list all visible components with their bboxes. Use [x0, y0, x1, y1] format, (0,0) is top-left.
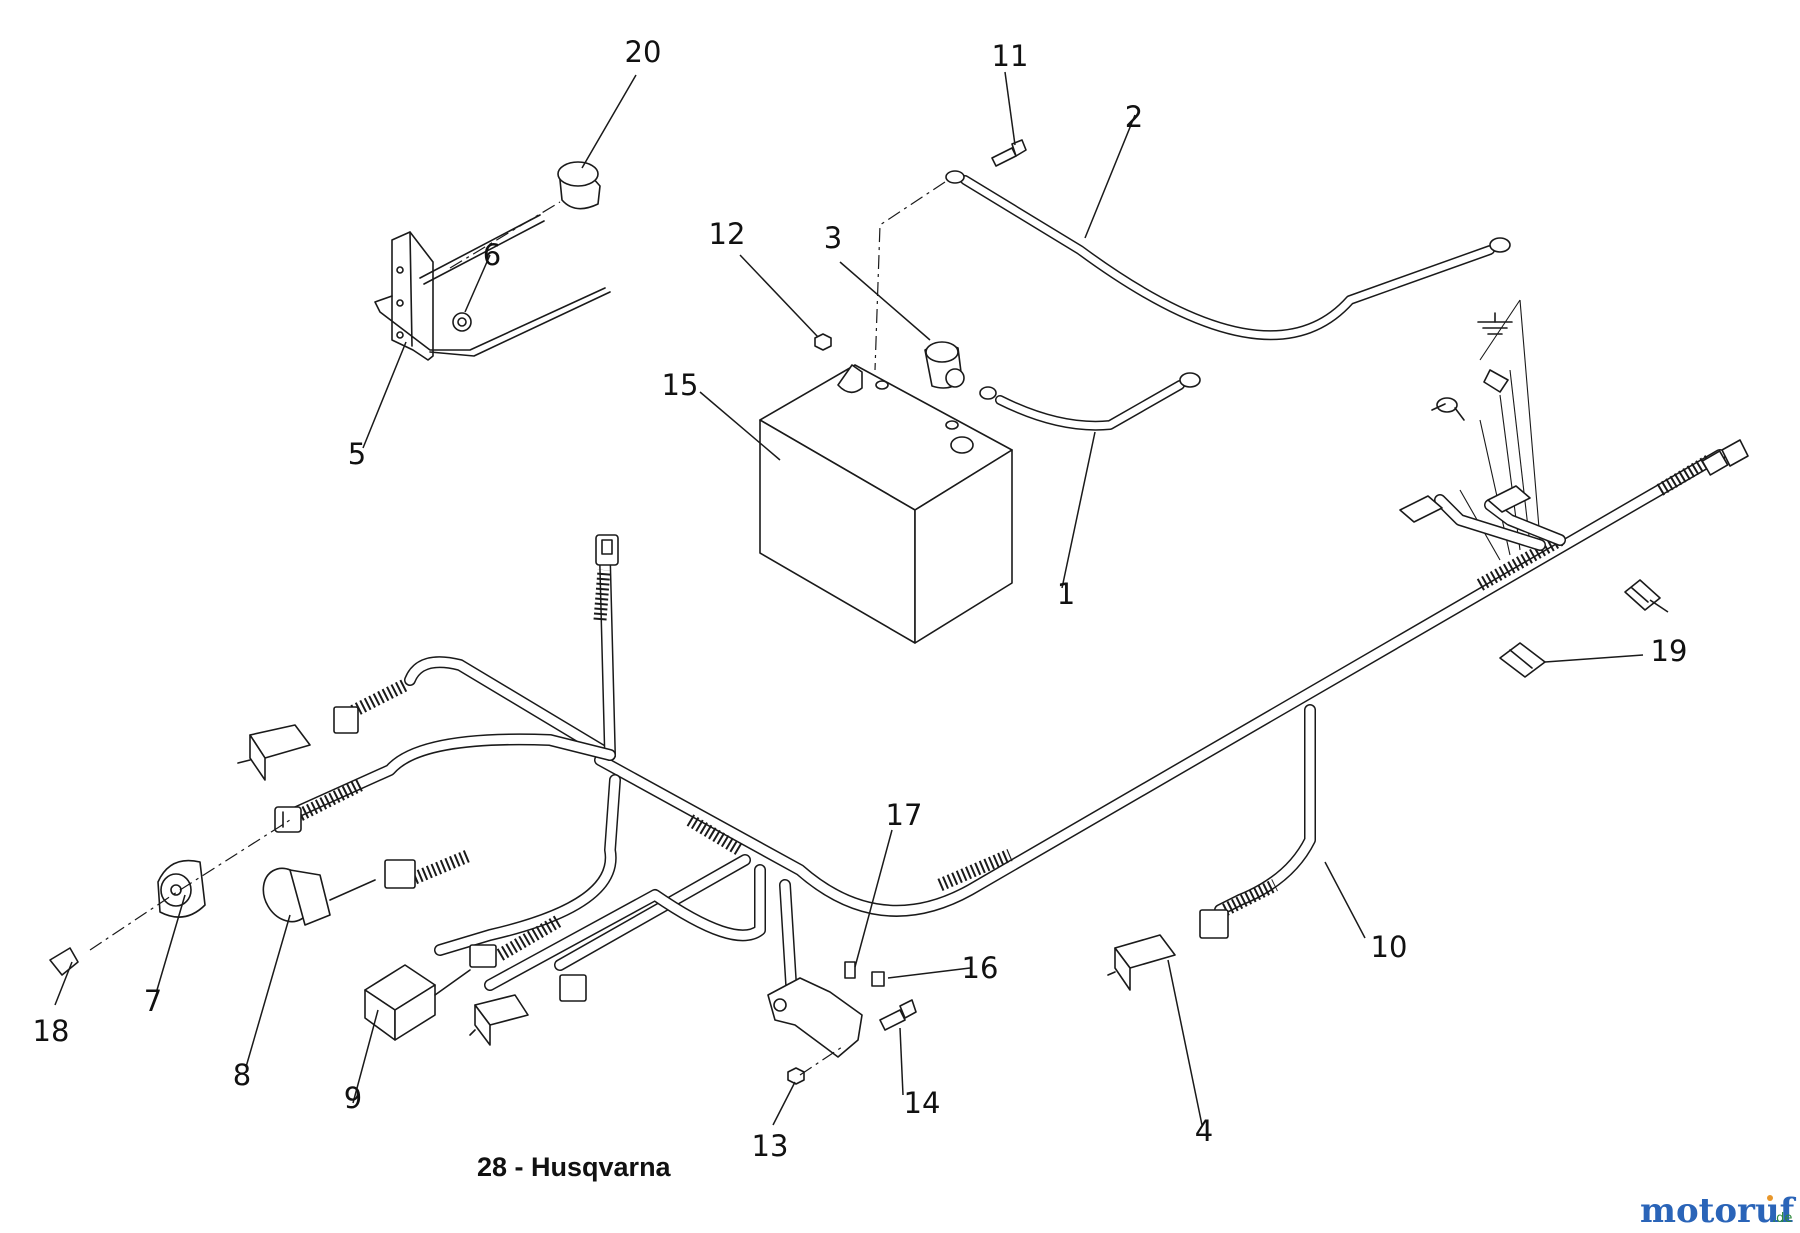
- diagram-caption: 28 - Husqvarna: [477, 1152, 672, 1182]
- headlight: [262, 867, 376, 926]
- callout-8: 8: [233, 1058, 251, 1092]
- watermark-dot: [1767, 1195, 1773, 1201]
- callout-13: 13: [752, 1129, 789, 1163]
- switch-4: [1107, 909, 1229, 991]
- callout-12: 12: [709, 217, 746, 251]
- watermark-logo: motoruf .de: [1640, 1191, 1797, 1231]
- mount-dash-relay: [799, 1044, 846, 1076]
- relay-bracket: [767, 977, 863, 1058]
- switch-left-lower: [469, 974, 587, 1046]
- fuse-17: [844, 961, 856, 979]
- callout-19: 19: [1651, 634, 1688, 668]
- battery-cable-positive: [979, 372, 1201, 431]
- nut-12: [814, 333, 832, 351]
- switch-left-upper: [237, 706, 359, 781]
- mount-dash-battery: [874, 181, 946, 371]
- callout-11: 11: [992, 39, 1029, 73]
- callout-4: 4: [1195, 1114, 1213, 1148]
- harness-connector-top: [595, 534, 619, 566]
- callout-14: 14: [904, 1086, 941, 1120]
- callout-1: 1: [1057, 577, 1075, 611]
- cable-clip-lower: [1499, 642, 1546, 678]
- leader-lines: [54, 71, 1669, 1126]
- cable-clip-upper: [1624, 579, 1661, 611]
- callout-20: 20: [625, 35, 662, 69]
- callout-3: 3: [824, 221, 842, 255]
- callout-5: 5: [348, 437, 366, 471]
- callout-18: 18: [33, 1014, 70, 1048]
- callout-7: 7: [144, 984, 162, 1018]
- mount-dash-ignition: [89, 819, 291, 951]
- headlight-connector: [384, 859, 416, 889]
- terminal-boot: [924, 341, 965, 389]
- watermark-suffix: .de: [1772, 1211, 1792, 1226]
- callout-2: 2: [1125, 100, 1143, 134]
- nut-13: [787, 1067, 805, 1085]
- module-9: [364, 944, 497, 1041]
- mount-dash-knob: [449, 201, 561, 269]
- callout-17: 17: [886, 798, 923, 832]
- key: [49, 947, 79, 976]
- harness-connector-right: [1701, 439, 1749, 476]
- bolt-14: [879, 999, 917, 1031]
- fuse-16: [871, 971, 885, 987]
- callout-15: 15: [662, 368, 699, 402]
- bracket: [374, 231, 611, 361]
- bolt-11: [991, 139, 1027, 167]
- battery: [759, 364, 1013, 644]
- callout-10: 10: [1371, 930, 1408, 964]
- ignition-connector: [274, 806, 302, 833]
- knob-20: [557, 161, 601, 210]
- harness-connectors-rear: [1399, 299, 1531, 523]
- ground-symbol: [1477, 312, 1513, 335]
- battery-cable-ground: [945, 170, 1511, 341]
- callout-6: 6: [483, 238, 501, 272]
- callout-9: 9: [344, 1081, 362, 1115]
- callout-16: 16: [962, 951, 999, 985]
